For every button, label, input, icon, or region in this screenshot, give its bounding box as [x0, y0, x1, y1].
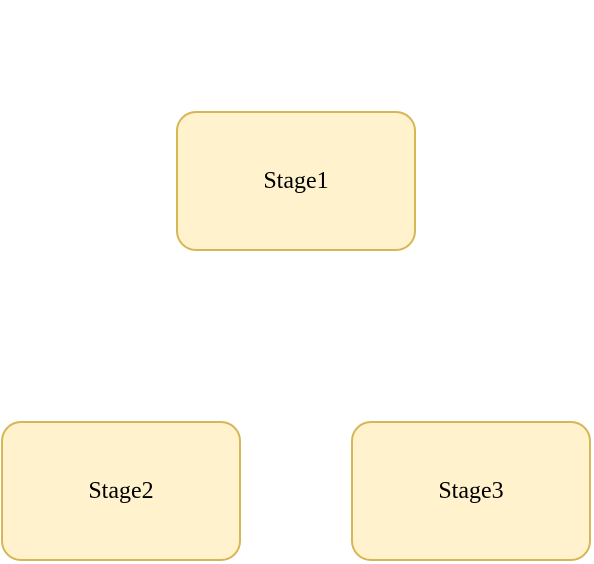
- stage3-node[interactable]: Stage3: [351, 421, 591, 561]
- stage2-node[interactable]: Stage2: [1, 421, 241, 561]
- stage3-label: Stage3: [438, 478, 504, 504]
- stage2-label: Stage2: [88, 478, 154, 504]
- stage1-node[interactable]: Stage1: [176, 111, 416, 251]
- stage1-label: Stage1: [263, 168, 329, 194]
